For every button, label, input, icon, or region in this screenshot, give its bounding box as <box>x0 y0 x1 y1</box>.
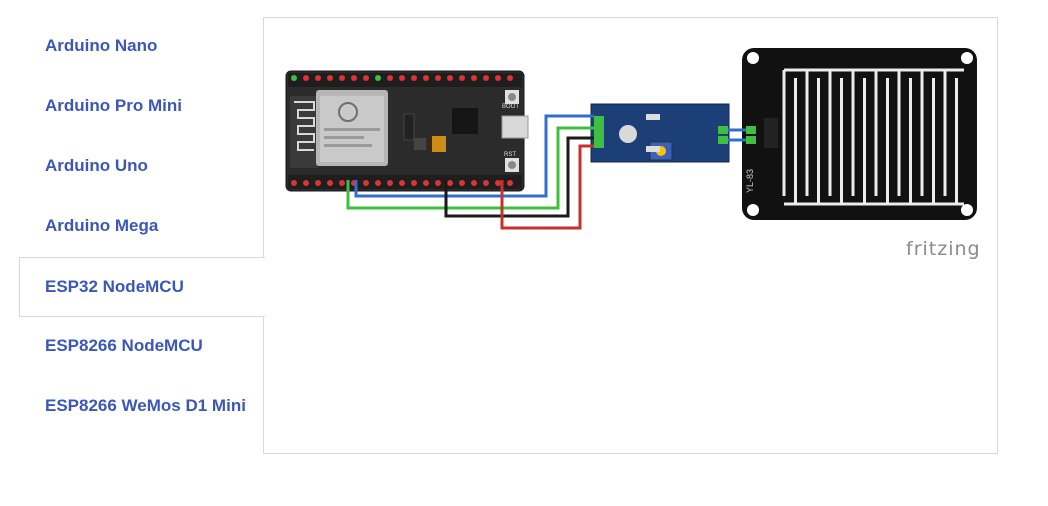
rain-sensor-module <box>590 103 730 163</box>
esp32-pin <box>339 75 345 81</box>
esp32-pin <box>507 180 513 186</box>
rst-label: RST <box>504 152 516 158</box>
esp32-pin <box>291 180 297 186</box>
esp32-pin <box>291 75 297 81</box>
tab-arduino-pro-mini[interactable]: Arduino Pro Mini <box>45 96 182 115</box>
esp32-pin <box>387 75 393 81</box>
esp32-board: BOOT RST <box>285 70 529 192</box>
esp32-pin <box>423 180 429 186</box>
esp32-pin <box>363 75 369 81</box>
esp32-pin <box>375 180 381 186</box>
esp32-pin <box>363 180 369 186</box>
tab-esp8266-wemos-d1-mini[interactable]: ESP8266 WeMos D1 Mini <box>45 396 246 415</box>
esp32-pin <box>351 75 357 81</box>
esp32-pin <box>315 75 321 81</box>
wiring-diagram: BOOT RST <box>285 48 977 230</box>
esp32-pin <box>423 75 429 81</box>
esp32-pin <box>327 180 333 186</box>
esp32-pin <box>495 75 501 81</box>
esp32-pin <box>483 75 489 81</box>
esp32-pin <box>435 75 441 81</box>
esp32-pin <box>435 180 441 186</box>
boot-label: BOOT <box>502 104 519 110</box>
esp32-pin <box>399 75 405 81</box>
esp32-top-pins <box>291 75 513 81</box>
esp32-pin <box>339 180 345 186</box>
wire-green <box>346 126 594 210</box>
esp32-pin <box>315 180 321 186</box>
esp32-pin <box>459 180 465 186</box>
wire-black <box>444 136 594 218</box>
esp32-pin <box>327 75 333 81</box>
tab-arduino-nano[interactable]: Arduino Nano <box>45 36 158 55</box>
esp32-pin <box>495 180 501 186</box>
wiring-diagram-panel: BOOT RST <box>263 17 998 454</box>
sensor-model-label: YL-83 <box>745 169 755 193</box>
esp32-pin <box>447 75 453 81</box>
esp32-pin <box>447 180 453 186</box>
wire-blue <box>354 114 594 198</box>
esp32-pin <box>399 180 405 186</box>
tab-esp32-nodemcu[interactable]: ESP32 NodeMCU <box>19 257 265 317</box>
esp32-pin <box>411 75 417 81</box>
esp32-pin <box>459 75 465 81</box>
esp32-pin <box>507 75 513 81</box>
board-tabs: Arduino Nano Arduino Pro Mini Arduino Un… <box>19 17 265 437</box>
tab-arduino-mega[interactable]: Arduino Mega <box>45 216 159 235</box>
sensor-comb-traces <box>782 68 964 206</box>
wires <box>346 114 746 230</box>
tab-arduino-uno[interactable]: Arduino Uno <box>45 156 148 175</box>
esp32-pin <box>411 180 417 186</box>
esp32-pin <box>303 180 309 186</box>
esp32-pin <box>471 75 477 81</box>
wire-red <box>500 144 594 230</box>
rain-sensor-plate: YL-83 <box>742 48 977 220</box>
esp32-pin <box>375 75 381 81</box>
fritzing-watermark: fritzing <box>906 238 981 260</box>
esp32-pin <box>387 180 393 186</box>
esp32-pin <box>303 75 309 81</box>
esp32-pin <box>471 180 477 186</box>
tab-esp8266-nodemcu[interactable]: ESP8266 NodeMCU <box>45 336 203 355</box>
esp32-pin <box>483 180 489 186</box>
